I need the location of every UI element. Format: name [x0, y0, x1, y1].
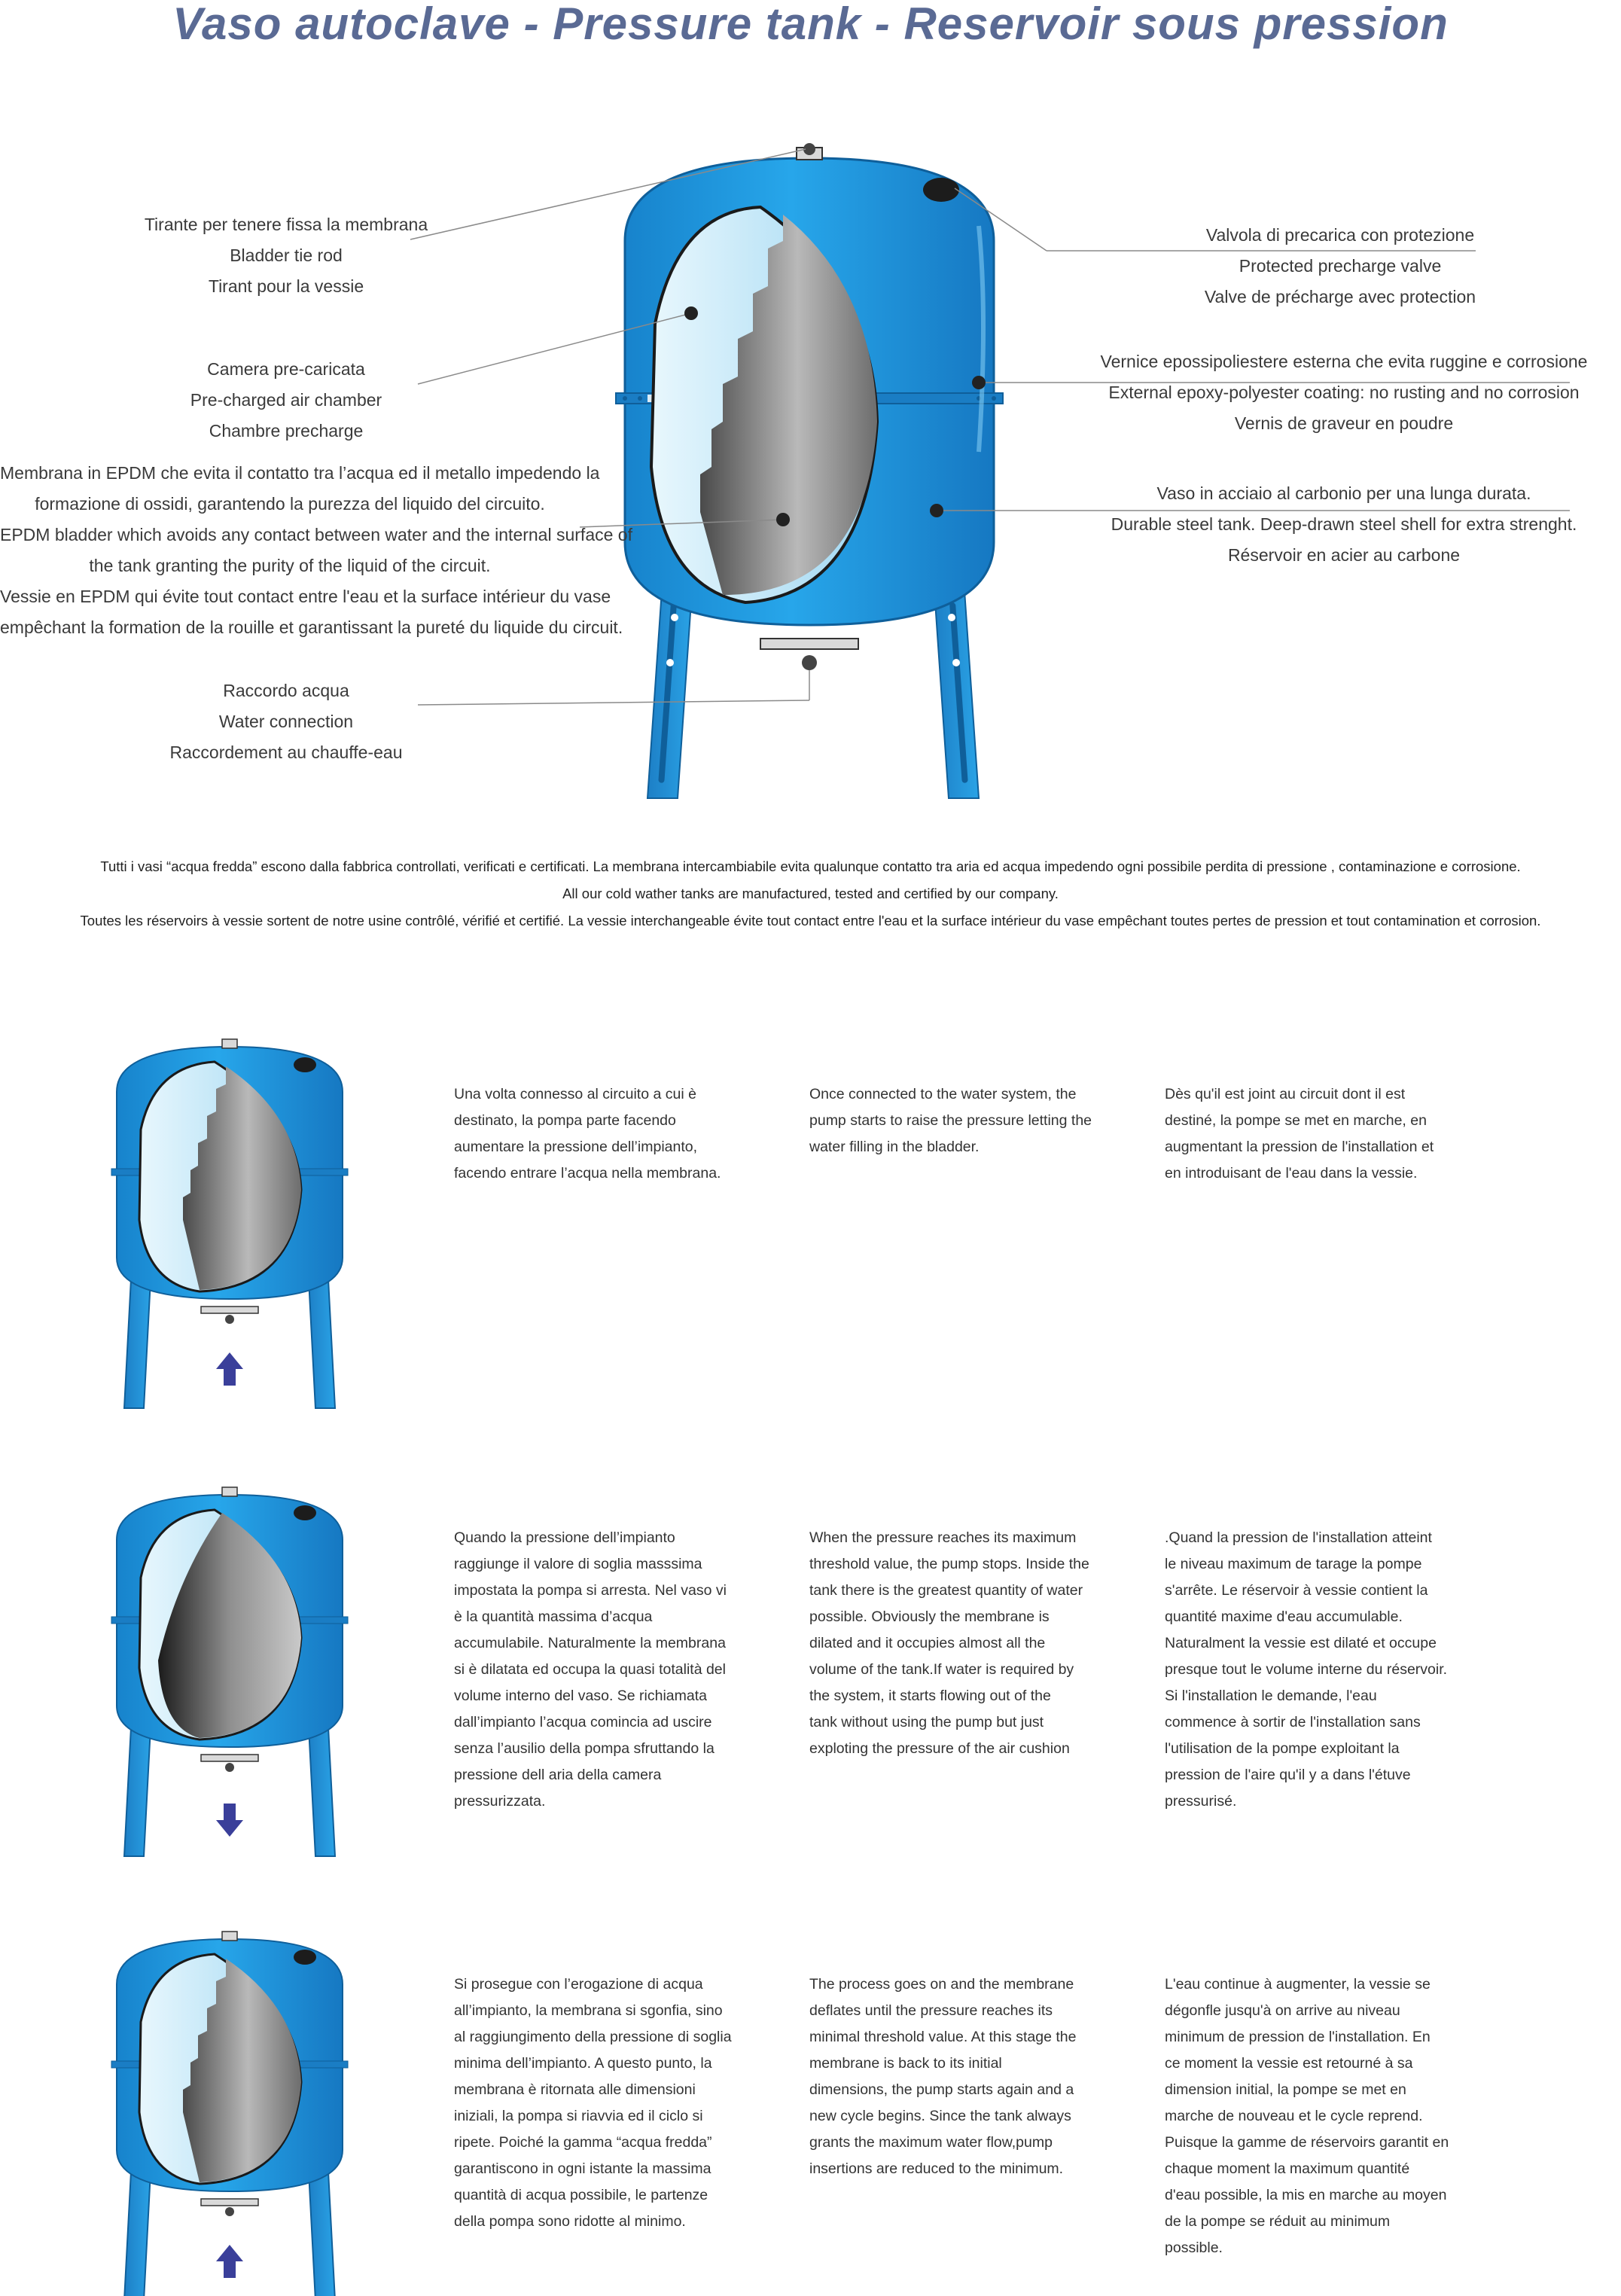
step-tank-valve	[294, 1057, 316, 1072]
step3-en: The process goes on and the membrane def…	[809, 1976, 1077, 2177]
arrow-up-icon	[216, 2245, 243, 2278]
step-tank-connection-nut	[225, 2207, 234, 2216]
certification-note: Tutti i vasi “acqua fredda” escono dalla…	[80, 858, 1541, 928]
label-bladder: Membrana in EPDM che evita il contatto t…	[0, 463, 632, 637]
step-tank-3	[111, 1931, 349, 2296]
main-tank	[615, 143, 1004, 799]
step-tank-connection-nut	[225, 1763, 234, 1772]
step-tank-connection	[200, 2198, 259, 2206]
step1-en: Once connected to the water system, the …	[809, 1086, 1092, 1155]
step1-fr: Dès qu'il est joint au circuit dont il e…	[1165, 1086, 1434, 1182]
step2-it: Quando la pressione dell’impianto raggiu…	[454, 1529, 727, 1810]
step-tank-tie-rod	[221, 1486, 238, 1497]
step2-fr: .Quand la pression de l'installation att…	[1165, 1529, 1448, 1810]
leader-lines	[410, 148, 1570, 706]
bladder-water	[700, 215, 877, 595]
label-coating: Vernice epossipoliestere esterna che evi…	[1100, 352, 1588, 433]
precharge-valve	[923, 178, 959, 202]
arrow-up-icon	[216, 1352, 243, 1386]
step-tank-tie-rod	[221, 1931, 238, 1941]
step-tank-connection	[200, 1754, 259, 1762]
step-tanks	[111, 1038, 349, 2296]
step3-it: Si prosegue con l’erogazione di acqua al…	[454, 1976, 732, 2230]
step-tank-valve	[294, 1950, 316, 1965]
step-tank-tie-rod	[221, 1038, 238, 1049]
step-tank-water	[183, 1066, 301, 1290]
step2-en: When the pressure reaches its maximum th…	[809, 1529, 1089, 1757]
step-tank-water	[158, 1513, 301, 1738]
step-tank-connection-nut	[225, 1315, 234, 1324]
page-title: Vaso autoclave - Pressure tank - Reservo…	[172, 0, 1449, 49]
step-tank-connection	[200, 1306, 259, 1314]
step-tank-water	[183, 1959, 301, 2182]
label-steel-tank: Vaso in acciaio al carbonio per una lung…	[1111, 483, 1577, 565]
step3-fr: L'eau continue à augmenter, la vessie se…	[1165, 1976, 1449, 2256]
step-tank-1	[111, 1038, 349, 1409]
step1-it: Una volta connesso al circuito a cui è d…	[454, 1086, 721, 1182]
step-tank-2	[111, 1486, 349, 1857]
step-tank-valve	[294, 1505, 316, 1520]
arrow-down-icon	[216, 1804, 243, 1837]
